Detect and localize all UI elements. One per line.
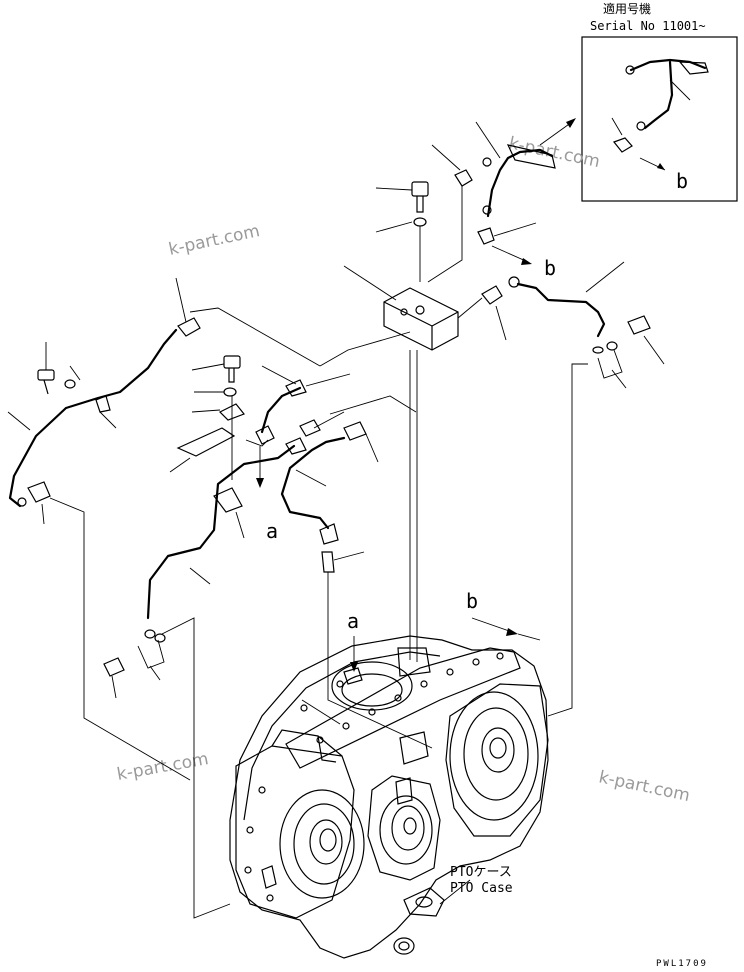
serial-inset: 適用号機 Serial No 11001~ b xyxy=(581,1,738,202)
ridge-holes xyxy=(244,652,504,902)
b-arrow-main xyxy=(491,245,529,263)
inset-frame xyxy=(581,36,738,202)
view-a-case: a xyxy=(347,609,359,633)
elbow-fitting-1 xyxy=(454,169,473,187)
inset-pipe xyxy=(629,58,707,72)
fitting-top-left xyxy=(177,317,201,337)
watermarks: k-part.com k-part.com k-part.com k-part.… xyxy=(115,133,691,806)
straight-fitting-right xyxy=(481,285,503,305)
inset-serial: Serial No 11001~ xyxy=(590,19,706,33)
view-b-case: b xyxy=(466,589,478,613)
inset-view-label: b xyxy=(676,169,688,193)
right-disc xyxy=(449,691,539,821)
left-pipe xyxy=(7,277,321,781)
left-disc xyxy=(279,789,365,899)
upper-bracket xyxy=(506,144,556,169)
elbow-bottom-left xyxy=(27,481,51,503)
inset-elbow xyxy=(613,137,633,153)
drawing-code: PWL1709 xyxy=(656,959,708,969)
inset-clamp xyxy=(678,61,709,75)
inset-title-jp: 適用号機 xyxy=(603,1,651,16)
watermark-3: k-part.com xyxy=(115,749,210,785)
upper-pipe-assembly: b xyxy=(427,118,576,283)
watermark-4: k-part.com xyxy=(597,767,692,806)
middle-disc xyxy=(379,795,433,865)
case-label-jp: PTOケース xyxy=(450,865,512,880)
pto-case: a b xyxy=(229,589,549,959)
view-b-main: b xyxy=(544,256,556,280)
right-pipe xyxy=(457,261,665,717)
center-pipes: a xyxy=(103,331,411,919)
upper-arrow xyxy=(539,121,573,146)
view-a-main: a xyxy=(266,519,278,543)
case-label-en: PTO Case xyxy=(450,881,513,896)
manifold-block xyxy=(343,181,459,662)
watermark-2: k-part.com xyxy=(167,221,262,260)
elbow-fitting-2 xyxy=(477,227,495,245)
middle-pipe xyxy=(280,395,433,749)
